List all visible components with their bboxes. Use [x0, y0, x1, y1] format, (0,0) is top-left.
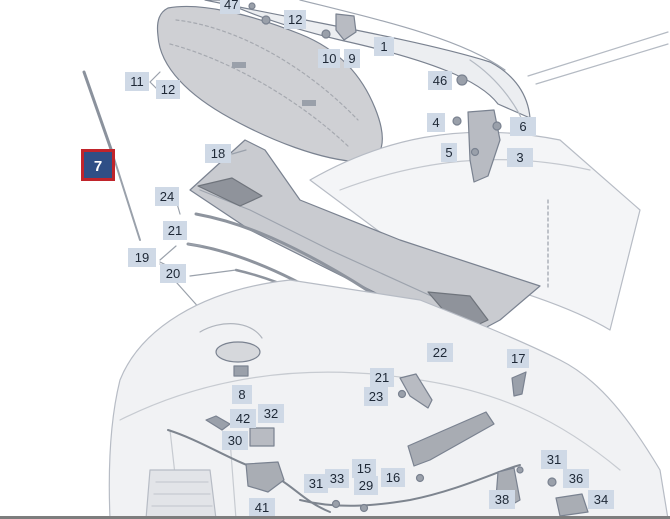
- callout-12[interactable]: 12: [284, 10, 306, 29]
- callout-21b[interactable]: 21: [370, 368, 394, 387]
- callout-7-selected[interactable]: 7: [81, 149, 115, 181]
- hood-clip: [335, 13, 357, 41]
- callout-10[interactable]: 10: [318, 49, 340, 68]
- bump-stop: [511, 371, 527, 397]
- callout-31b[interactable]: 31: [304, 474, 328, 493]
- car-body-outline: [108, 279, 669, 519]
- reservoir-bracket: [555, 493, 589, 517]
- callout-6[interactable]: 6: [510, 117, 536, 136]
- callout-47[interactable]: 47: [220, 0, 240, 14]
- callout-20[interactable]: 20: [160, 264, 186, 283]
- plenum-grille-left: [197, 177, 263, 207]
- bottom-border: [0, 516, 670, 519]
- gas-strut-body: [82, 70, 114, 154]
- callout-31[interactable]: 31: [541, 450, 567, 469]
- callout-3[interactable]: 3: [507, 148, 533, 167]
- callout-38[interactable]: 38: [489, 490, 515, 509]
- callout-21[interactable]: 21: [163, 221, 187, 240]
- callout-46[interactable]: 46: [428, 71, 452, 90]
- callout-30[interactable]: 30: [222, 431, 248, 450]
- callout-1[interactable]: 1: [374, 37, 394, 56]
- callout-36[interactable]: 36: [563, 469, 589, 488]
- callout-42[interactable]: 42: [230, 409, 256, 428]
- callout-22[interactable]: 22: [427, 343, 453, 362]
- callout-4[interactable]: 4: [427, 113, 445, 132]
- callout-9[interactable]: 9: [344, 49, 360, 68]
- hinge-bracket: [467, 109, 501, 183]
- lock-bracket: [399, 373, 433, 409]
- callout-32[interactable]: 32: [258, 404, 284, 423]
- callout-18[interactable]: 18: [205, 144, 231, 163]
- callout-34[interactable]: 34: [588, 490, 614, 509]
- callout-19[interactable]: 19: [128, 248, 156, 267]
- callout-29[interactable]: 29: [354, 476, 378, 495]
- hood-lock: [245, 461, 285, 493]
- callout-15[interactable]: 15: [352, 459, 376, 478]
- release-bracket: [249, 427, 275, 447]
- callout-12b[interactable]: 12: [156, 80, 180, 99]
- callout-33[interactable]: 33: [325, 469, 349, 488]
- callout-24[interactable]: 24: [155, 187, 179, 206]
- callout-23[interactable]: 23: [364, 387, 388, 406]
- air-duct-panel: [407, 411, 495, 467]
- callout-11[interactable]: 11: [125, 72, 149, 91]
- callout-41[interactable]: 41: [249, 498, 275, 517]
- callout-17[interactable]: 17: [507, 349, 529, 368]
- plenum-cover: [189, 139, 541, 337]
- callout-5[interactable]: 5: [441, 143, 457, 162]
- bonnet-panel: [204, 0, 531, 119]
- callout-16[interactable]: 16: [381, 468, 405, 487]
- callout-8[interactable]: 8: [232, 385, 252, 404]
- gas-strut-rod: [111, 151, 141, 241]
